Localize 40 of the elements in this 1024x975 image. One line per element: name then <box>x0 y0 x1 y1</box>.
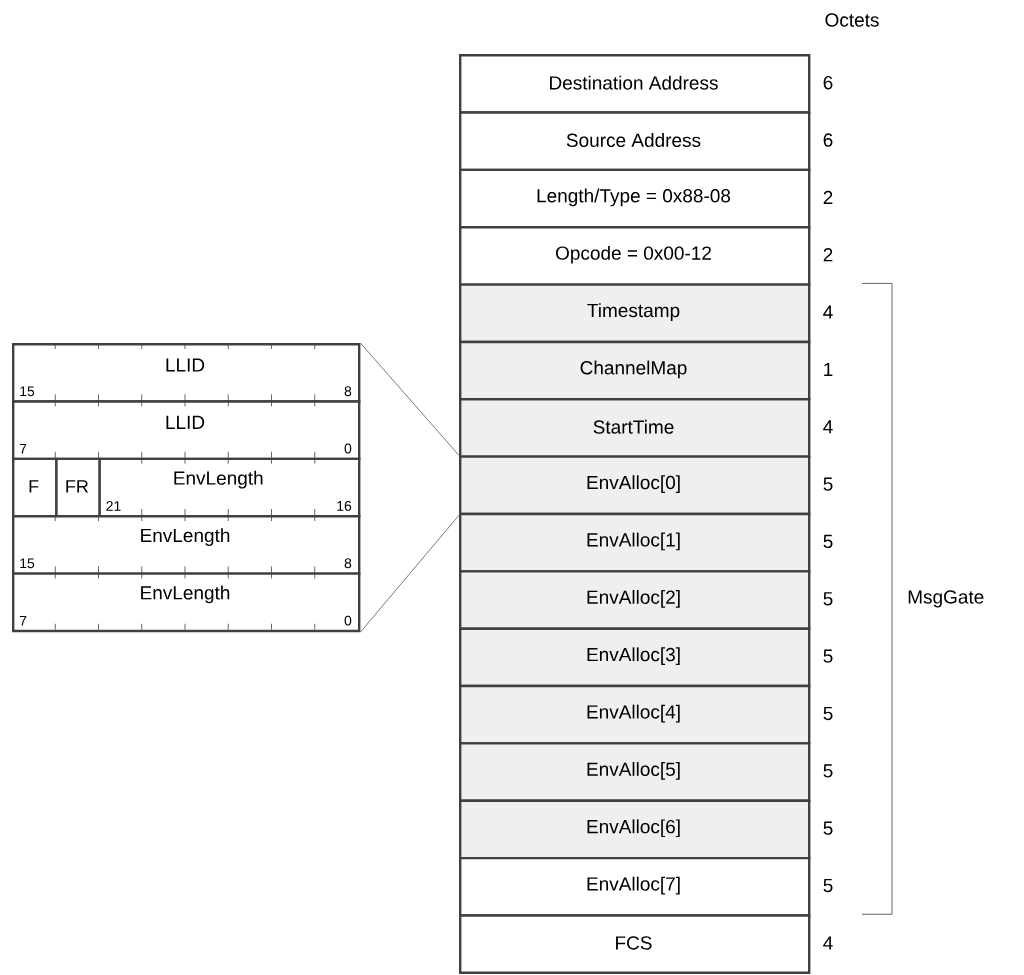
octet-count: 1 <box>824 362 833 376</box>
octet-count: 4 <box>823 936 833 950</box>
bit-field-cell: F <box>12 457 58 518</box>
octet-count: 2 <box>823 190 833 204</box>
bit-field-row: LLID 15 8 <box>12 342 361 403</box>
octet-count: 4 <box>823 420 833 434</box>
frame-field: Length/Type = 0x88-08 <box>459 168 811 229</box>
octet-count: 5 <box>823 706 833 721</box>
octet-count: 5 <box>823 592 833 606</box>
column-heading: Octets <box>825 13 879 27</box>
frame-field: EnvAlloc[1] <box>459 512 811 573</box>
frame-field: EnvAlloc[7] <box>459 856 811 917</box>
frame-field: EnvAlloc[5] <box>459 742 811 802</box>
bracket-label: MsgGate <box>908 590 984 608</box>
frame-field: EnvAlloc[4] <box>459 684 811 745</box>
frame-field: StartTime <box>459 398 811 458</box>
octet-count: 5 <box>823 878 833 893</box>
octet-count: 5 <box>823 821 833 835</box>
octet-count: 5 <box>823 649 833 663</box>
octet-count: 6 <box>823 75 833 90</box>
zoom-line <box>360 514 460 633</box>
bit-field-cell: FR <box>55 457 101 518</box>
octet-count: 5 <box>823 534 833 549</box>
frame-field: Opcode = 0x00-12 <box>459 226 811 286</box>
frame-field: EnvAlloc[0] <box>459 455 811 516</box>
frame-field: EnvAlloc[2] <box>459 570 811 630</box>
octet-count: 2 <box>823 248 833 262</box>
frame-field: Destination Address <box>459 54 811 114</box>
octet-count: 5 <box>823 477 833 491</box>
frame-field: Source Address <box>459 111 811 172</box>
frame-field: ChannelMap <box>459 340 811 401</box>
frame-field: Timestamp <box>459 283 811 344</box>
zoom-line <box>360 342 460 456</box>
frame-field: EnvAlloc[3] <box>459 627 811 688</box>
frame-field: FCS <box>459 914 811 974</box>
octet-count: 5 <box>823 764 833 778</box>
bit-field-row: EnvLength 7 0 <box>12 572 361 633</box>
frame-field: EnvAlloc[6] <box>459 799 811 860</box>
octet-count: 6 <box>823 133 833 147</box>
octet-count: 4 <box>823 305 833 319</box>
